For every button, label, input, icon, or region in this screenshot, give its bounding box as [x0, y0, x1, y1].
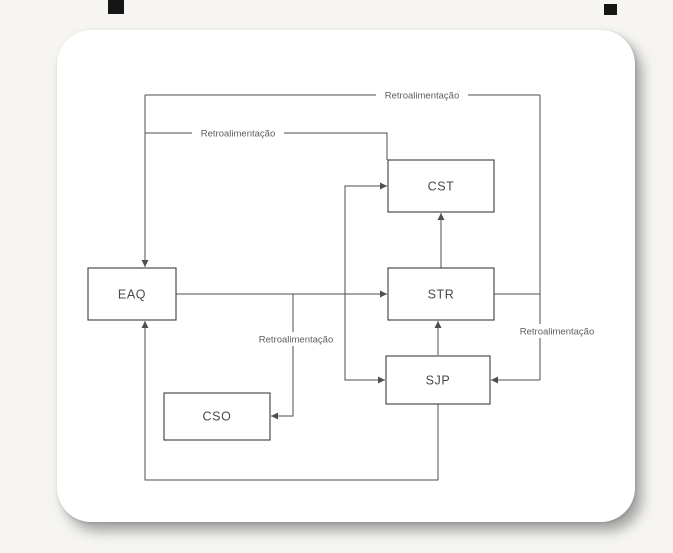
- edge-branch-to-sjp: [344, 294, 385, 384]
- node-eaq-label: EAQ: [118, 288, 146, 302]
- edge-label-upper-left-bg: [192, 126, 284, 140]
- edge-label-right-bg: [511, 324, 604, 338]
- node-str-label: STR: [428, 288, 455, 302]
- edge-labels: Retroalimentação Retroalimentação Retroa…: [192, 88, 604, 346]
- edge-label-top: Retroalimentação: [385, 91, 459, 102]
- node-cst-label: CST: [428, 180, 455, 194]
- edge-label-cso: Retroalimentação: [259, 335, 333, 346]
- edge-bottom-loop: [141, 321, 439, 481]
- node-str: [387, 267, 495, 321]
- edge-label-upper-left: Retroalimentação: [201, 129, 275, 140]
- edge-label-cso-bg: [250, 332, 342, 346]
- scan-artifact-top-left: [108, 0, 124, 14]
- node-sjp-label: SJP: [426, 374, 451, 388]
- node-sjp: [385, 355, 491, 405]
- node-cst: [387, 159, 495, 213]
- nodes: EAQ CST STR SJP CSO: [87, 159, 495, 441]
- edge-feedback-to-cso: [271, 294, 294, 420]
- node-cso-label: CSO: [203, 410, 232, 424]
- node-eaq: [87, 267, 177, 321]
- edge-label-right: Retroalimentação: [520, 327, 594, 338]
- connectors: [141, 94, 541, 481]
- edge-branch-to-cst: [344, 182, 387, 294]
- edge-label-top-bg: [376, 88, 468, 102]
- scan-artifact-top-right: [604, 4, 617, 15]
- node-cso: [163, 392, 271, 441]
